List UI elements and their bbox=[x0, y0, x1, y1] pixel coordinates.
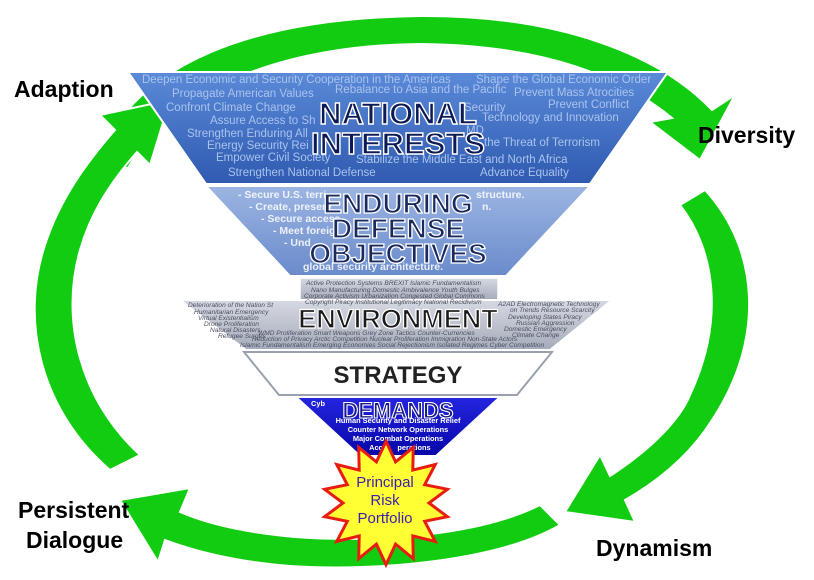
defense-objectives-title: DEFENSE bbox=[332, 213, 464, 244]
demand-item: Cyb bbox=[311, 399, 325, 408]
obj-item: global security architecture. bbox=[303, 261, 443, 273]
ni-item: Security bbox=[464, 102, 506, 114]
strategy-title: STRATEGY bbox=[334, 362, 463, 389]
demand-item: Acces bbox=[369, 443, 391, 452]
label-diversity: Diversity bbox=[698, 122, 796, 148]
env-item: Corporate Activism Urbanization Congeste… bbox=[304, 293, 485, 300]
label-persistent: Persistent bbox=[18, 497, 130, 523]
ni-item: Rebalance to Asia and the Pacific bbox=[335, 84, 507, 96]
obj-item: - Secure U.S. terri bbox=[238, 189, 326, 201]
arrow-right bbox=[563, 188, 751, 524]
risk-portfolio-star: Principal Risk Portfolio bbox=[321, 437, 451, 569]
env-item: Drone Proliferation bbox=[204, 321, 259, 328]
demands-title: DEMANDS bbox=[342, 398, 453, 423]
env-item: Islamic Fundamentalism Emerging Economie… bbox=[240, 342, 545, 349]
ni-item: Stabilize the Middle East and North Afri… bbox=[356, 154, 568, 166]
env-item: Virtual Existentialism bbox=[198, 315, 259, 322]
env-item: Active Protection Systems BREXIT Islamic… bbox=[305, 280, 482, 287]
env-item: Russian Aggression bbox=[516, 320, 575, 327]
label-dynamism: Dynamism bbox=[596, 535, 713, 561]
ni-item: Assure Access to Sh bbox=[210, 115, 315, 127]
national-interests-band: Deepen Economic and Security Cooperation… bbox=[126, 71, 670, 185]
obj-item: n. bbox=[482, 201, 491, 213]
ni-item: Deepen Economic and Security Cooperation… bbox=[142, 74, 451, 86]
ni-item: Shape the Global Economic Order bbox=[476, 74, 651, 86]
risk-label: Principal bbox=[356, 474, 414, 491]
risk-label: Risk bbox=[370, 492, 400, 509]
risk-label: Portfolio bbox=[357, 510, 412, 527]
env-item: Climate Change bbox=[512, 332, 560, 339]
obj-item: structure. bbox=[476, 189, 525, 201]
demands-band: Cyb Human Security and Disaster Relief C… bbox=[293, 396, 503, 457]
environment-band: Active Protection Systems BREXIT Islamic… bbox=[177, 277, 615, 351]
ni-item: Strengthen National Defense bbox=[228, 167, 376, 179]
obj-item: - Und bbox=[284, 237, 311, 249]
env-item: Humanitarian Emergency bbox=[194, 309, 269, 316]
obj-item: - Secure access bbox=[261, 213, 341, 225]
demand-item: Human Security and Disaster Relief bbox=[336, 416, 461, 425]
env-item: Nano Manufacturing Domestic Ambivalence … bbox=[311, 287, 480, 294]
label-dialogue: Dialogue bbox=[26, 527, 124, 553]
env-item: Developing States Piracy bbox=[508, 314, 582, 321]
env-item: WMD Proliferation Smart Weapons Grey Zon… bbox=[258, 330, 476, 337]
environment-title: ENVIRONMENT bbox=[298, 304, 498, 334]
obj-item: - Meet foreig bbox=[273, 225, 335, 237]
defense-objectives-title: ENDURING bbox=[323, 188, 472, 219]
defense-objectives-band: - Secure U.S. terri structure. - Create,… bbox=[203, 185, 593, 277]
ni-item: Technology and Innovation bbox=[482, 112, 619, 124]
ni-item: the Threat of Terrorism bbox=[484, 137, 600, 149]
label-adaption: Adaption bbox=[14, 76, 114, 102]
env-item: Deterioration of the Nation St bbox=[188, 302, 274, 309]
arrow-left bbox=[33, 98, 172, 472]
ni-item: Energy Security Rei bbox=[207, 140, 309, 152]
env-item: Refugee Surges bbox=[218, 333, 266, 340]
demand-item: Major Combat Operations bbox=[353, 434, 443, 443]
ni-item: Propagate American Values bbox=[172, 88, 314, 100]
arrow-top bbox=[93, 14, 736, 169]
env-item: Copyright Piracy Institutional Legitimac… bbox=[305, 299, 482, 306]
ni-item: Prevent Conflict bbox=[548, 99, 630, 111]
defense-objectives-title: OBJECTIVES bbox=[309, 238, 486, 269]
env-item: Domestic Emergency bbox=[504, 326, 567, 333]
env-item: Natural Disasters bbox=[210, 327, 261, 334]
ni-item: Confront Climate Change bbox=[166, 102, 296, 114]
obj-item: - Create, preserv bbox=[249, 201, 332, 213]
national-interests-title: NATIONAL bbox=[319, 96, 477, 131]
starburst-shape bbox=[321, 437, 451, 569]
ni-item: MD bbox=[466, 125, 484, 137]
strategy-band: STRATEGY bbox=[241, 351, 555, 396]
env-item: Reduction of Privacy Arctic Competition … bbox=[252, 336, 518, 343]
national-interests-title: INTERESTS bbox=[311, 126, 485, 161]
ni-item: Prevent Mass Atrocities bbox=[514, 87, 634, 99]
env-item: on Trends Resource Scarcity bbox=[510, 307, 595, 314]
ni-item: Empower Civil Society bbox=[216, 152, 331, 164]
env-item: A2AD Electromagnetic Technology bbox=[497, 301, 600, 308]
ni-item: Strengthen Enduring All bbox=[187, 128, 308, 140]
ni-item: Advance Equality bbox=[480, 167, 569, 179]
demand-item: Counter Network Operations bbox=[348, 425, 449, 434]
